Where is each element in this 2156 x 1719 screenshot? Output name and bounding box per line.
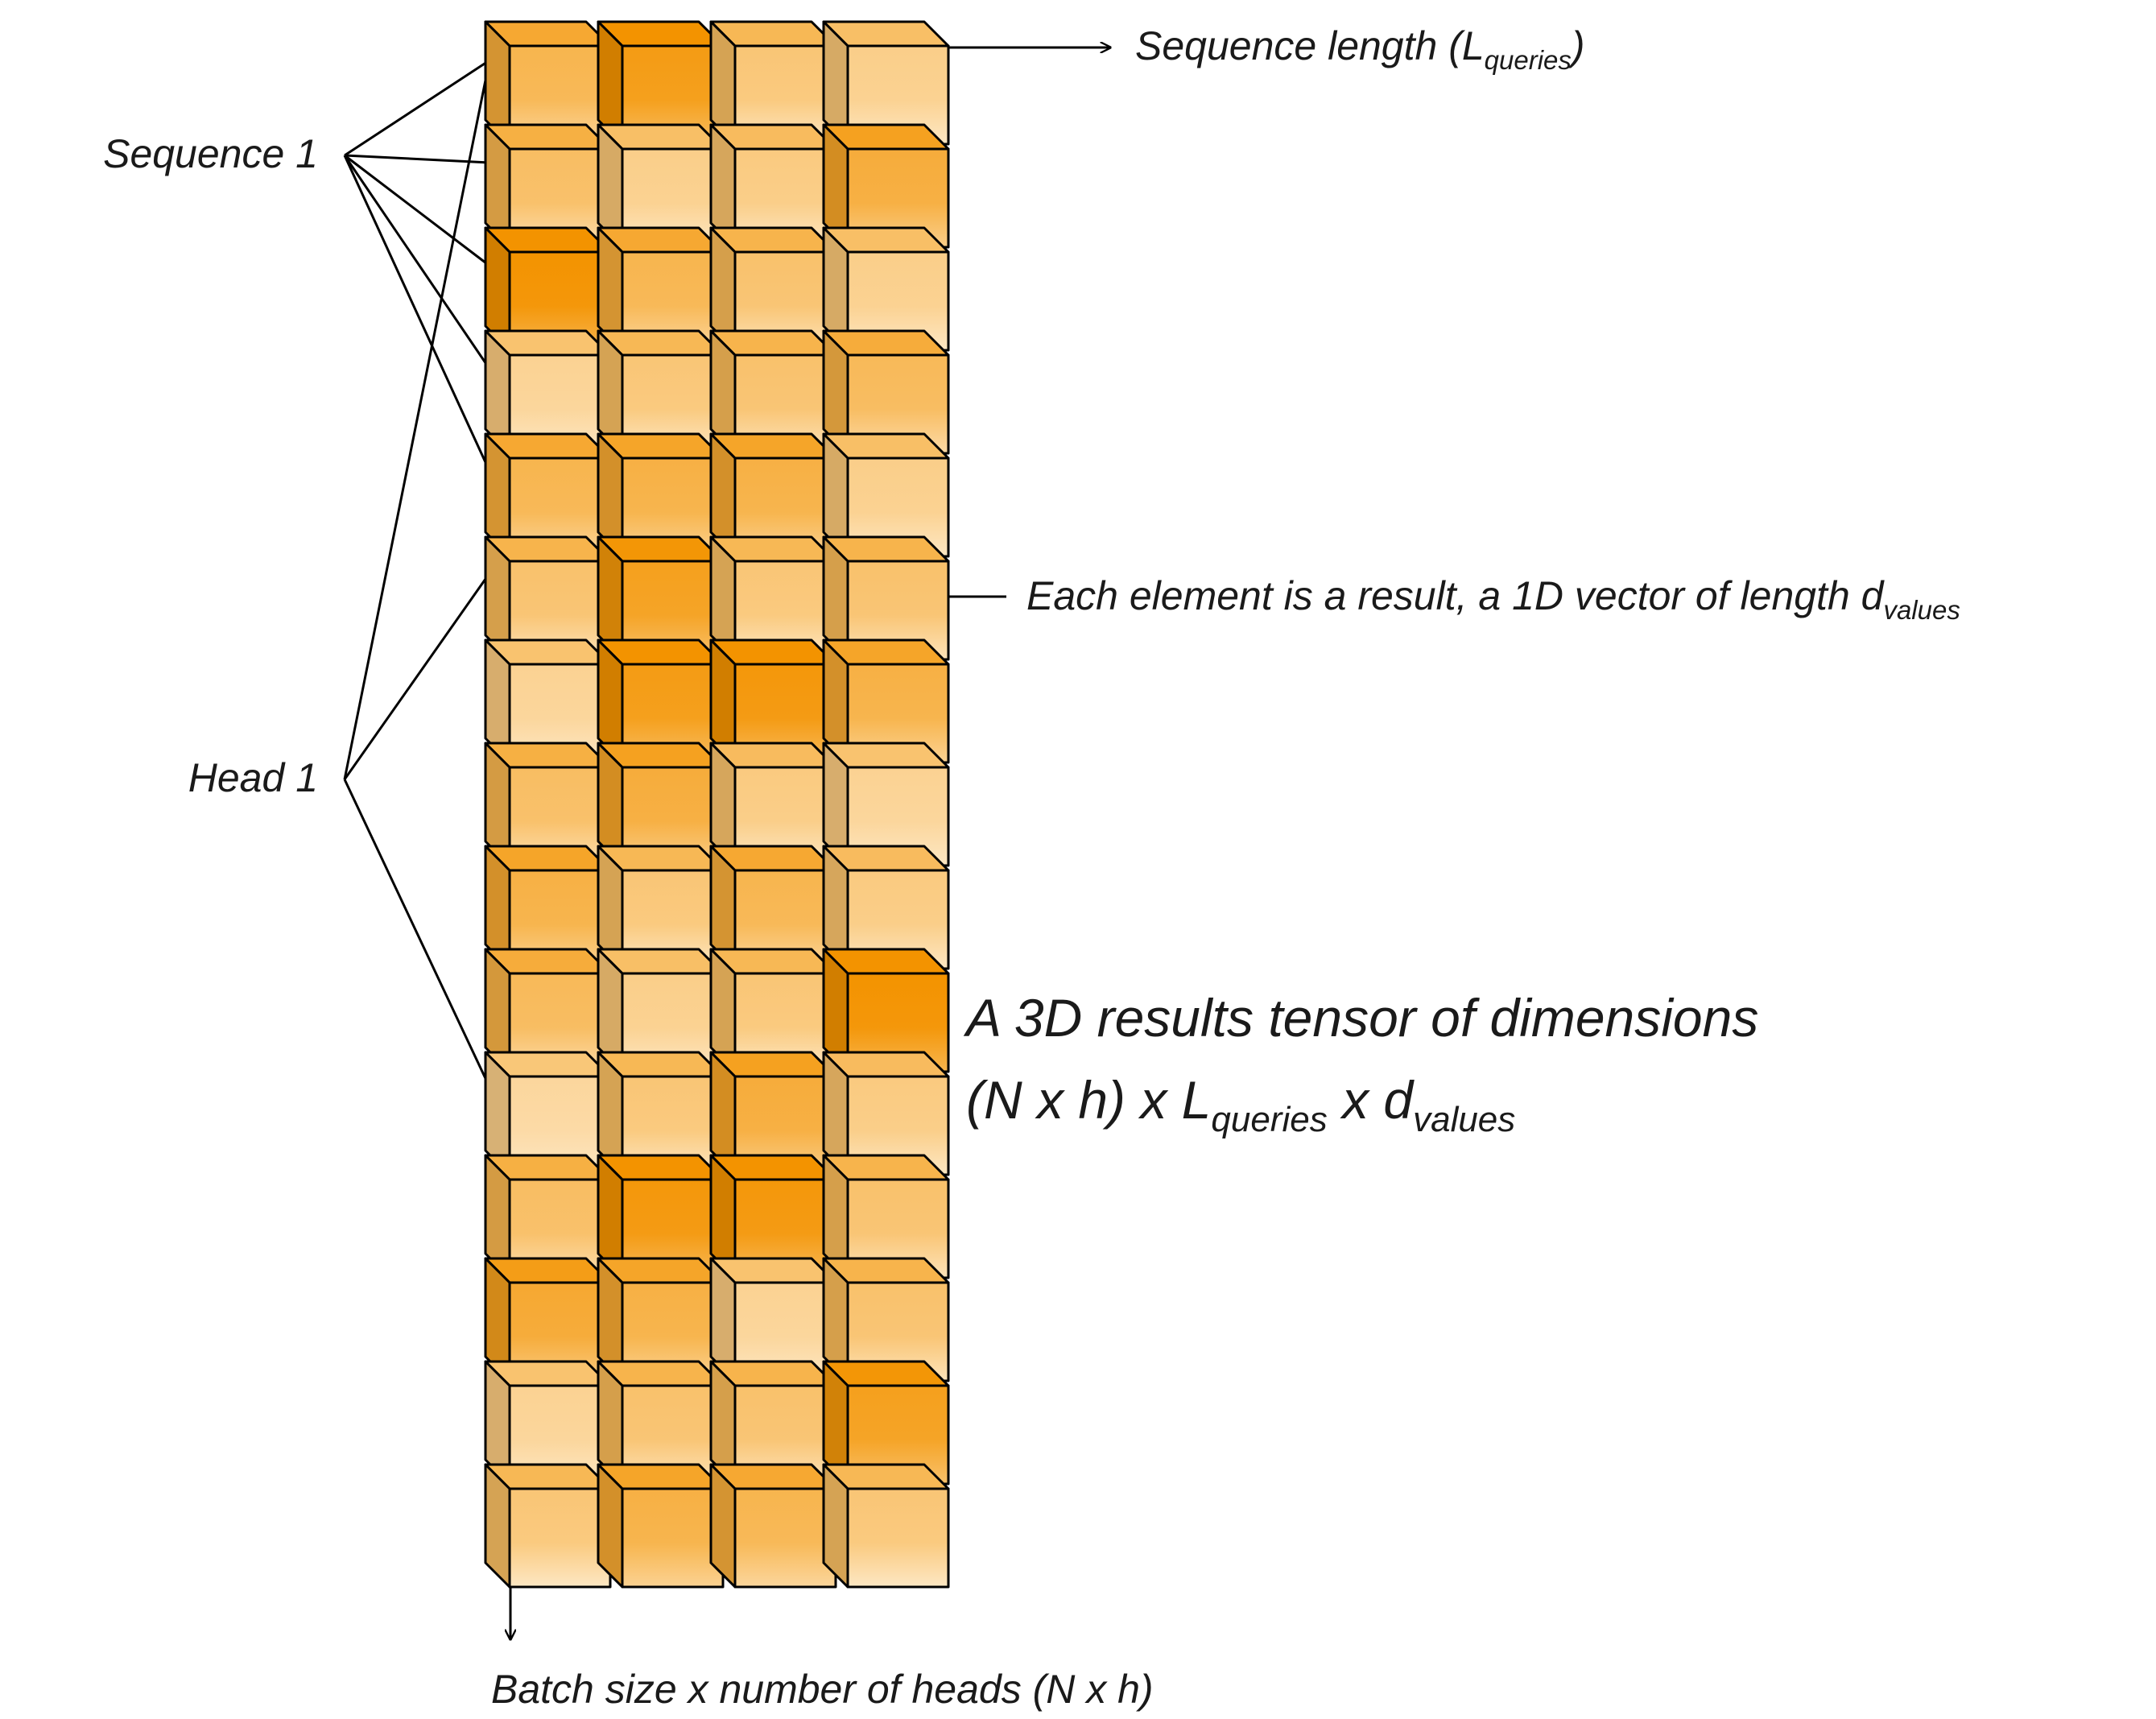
result-element-cube — [597, 948, 725, 1073]
cube-front-face — [846, 663, 950, 764]
result-element-cube — [484, 1257, 612, 1382]
result-element-cube — [822, 329, 950, 455]
sequence-1-line — [343, 155, 491, 370]
result-element-cube — [822, 123, 950, 249]
cube-front-face — [846, 1075, 950, 1176]
result-element-cube — [822, 948, 950, 1073]
result-element-cube — [822, 742, 950, 867]
result-element-cube — [597, 1360, 725, 1486]
result-element-cube — [709, 1154, 837, 1279]
result-element-cube — [484, 845, 612, 970]
sequence-1-line — [343, 155, 491, 472]
sequence-length-label: Sequence length (Lqueries) — [1135, 23, 1585, 75]
cube-front-face — [846, 766, 950, 867]
result-element-cube — [822, 535, 950, 661]
result-element-cube — [709, 1051, 837, 1176]
result-element-cube — [484, 638, 612, 764]
result-element-cube — [597, 1051, 725, 1176]
cube-front-face — [846, 44, 950, 146]
head-1-line — [343, 60, 491, 780]
cube-front-face — [846, 560, 950, 661]
result-element-cube — [709, 1463, 837, 1589]
result-element-cube — [822, 20, 950, 146]
cube-front-face — [508, 1487, 612, 1589]
sequence-1-label: Sequence 1 — [103, 131, 318, 176]
result-element-cube — [709, 123, 837, 249]
result-element-cube — [597, 20, 725, 146]
result-element-cube — [484, 742, 612, 867]
head-1-line — [343, 779, 491, 1088]
cube-front-face — [846, 1281, 950, 1382]
result-element-cube — [822, 226, 950, 352]
result-element-cube — [484, 1360, 612, 1486]
tensor-description-line2: (N x h) x Lqueries x dvalues — [966, 1070, 1515, 1139]
result-element-cube — [822, 1051, 950, 1176]
result-element-cube — [597, 432, 725, 558]
head-1-label: Head 1 — [188, 755, 318, 800]
sequence-1-line — [344, 154, 490, 164]
sequence-1-line — [344, 59, 490, 157]
result-element-cube — [597, 1463, 725, 1589]
element-note-label: Each element is a result, a 1D vector of… — [1026, 573, 1960, 625]
result-element-cube — [709, 535, 837, 661]
result-element-cube — [484, 948, 612, 1073]
cube-grid — [484, 20, 950, 1589]
cube-front-face — [846, 1384, 950, 1486]
result-element-cube — [822, 1463, 950, 1589]
result-element-cube — [597, 1154, 725, 1279]
result-element-cube — [709, 20, 837, 146]
result-element-cube — [822, 638, 950, 764]
cube-front-face — [846, 353, 950, 455]
tensor-description-line1: A 3D results tensor of dimensions — [963, 988, 1758, 1048]
head-1-line — [343, 572, 491, 780]
result-element-cube — [484, 1154, 612, 1279]
result-element-cube — [822, 1360, 950, 1486]
result-element-cube — [822, 432, 950, 558]
sequence-1-line — [344, 154, 490, 267]
result-element-cube — [597, 123, 725, 249]
result-element-cube — [709, 845, 837, 970]
result-element-cube — [597, 1257, 725, 1382]
result-element-cube — [822, 1257, 950, 1382]
result-element-cube — [484, 20, 612, 146]
result-element-cube — [709, 329, 837, 455]
result-element-cube — [822, 845, 950, 970]
result-element-cube — [709, 1360, 837, 1486]
cube-front-face — [733, 1487, 837, 1589]
cube-front-face — [846, 147, 950, 249]
result-element-cube — [484, 1463, 612, 1589]
cube-front-face — [621, 1487, 725, 1589]
result-element-cube — [709, 226, 837, 352]
cube-front-face — [846, 250, 950, 352]
result-element-cube — [709, 638, 837, 764]
batch-axis-label: Batch size x number of heads (N x h) — [491, 1667, 1154, 1712]
result-element-cube — [484, 1051, 612, 1176]
cube-front-face — [846, 972, 950, 1073]
result-element-cube — [597, 226, 725, 352]
cube-front-face — [846, 869, 950, 970]
result-element-cube — [484, 535, 612, 661]
cube-front-face — [846, 1487, 950, 1589]
result-element-cube — [484, 432, 612, 558]
result-element-cube — [484, 329, 612, 455]
cube-front-face — [846, 1178, 950, 1279]
result-element-cube — [709, 432, 837, 558]
result-element-cube — [484, 226, 612, 352]
cube-front-face — [846, 457, 950, 558]
result-element-cube — [709, 1257, 837, 1382]
